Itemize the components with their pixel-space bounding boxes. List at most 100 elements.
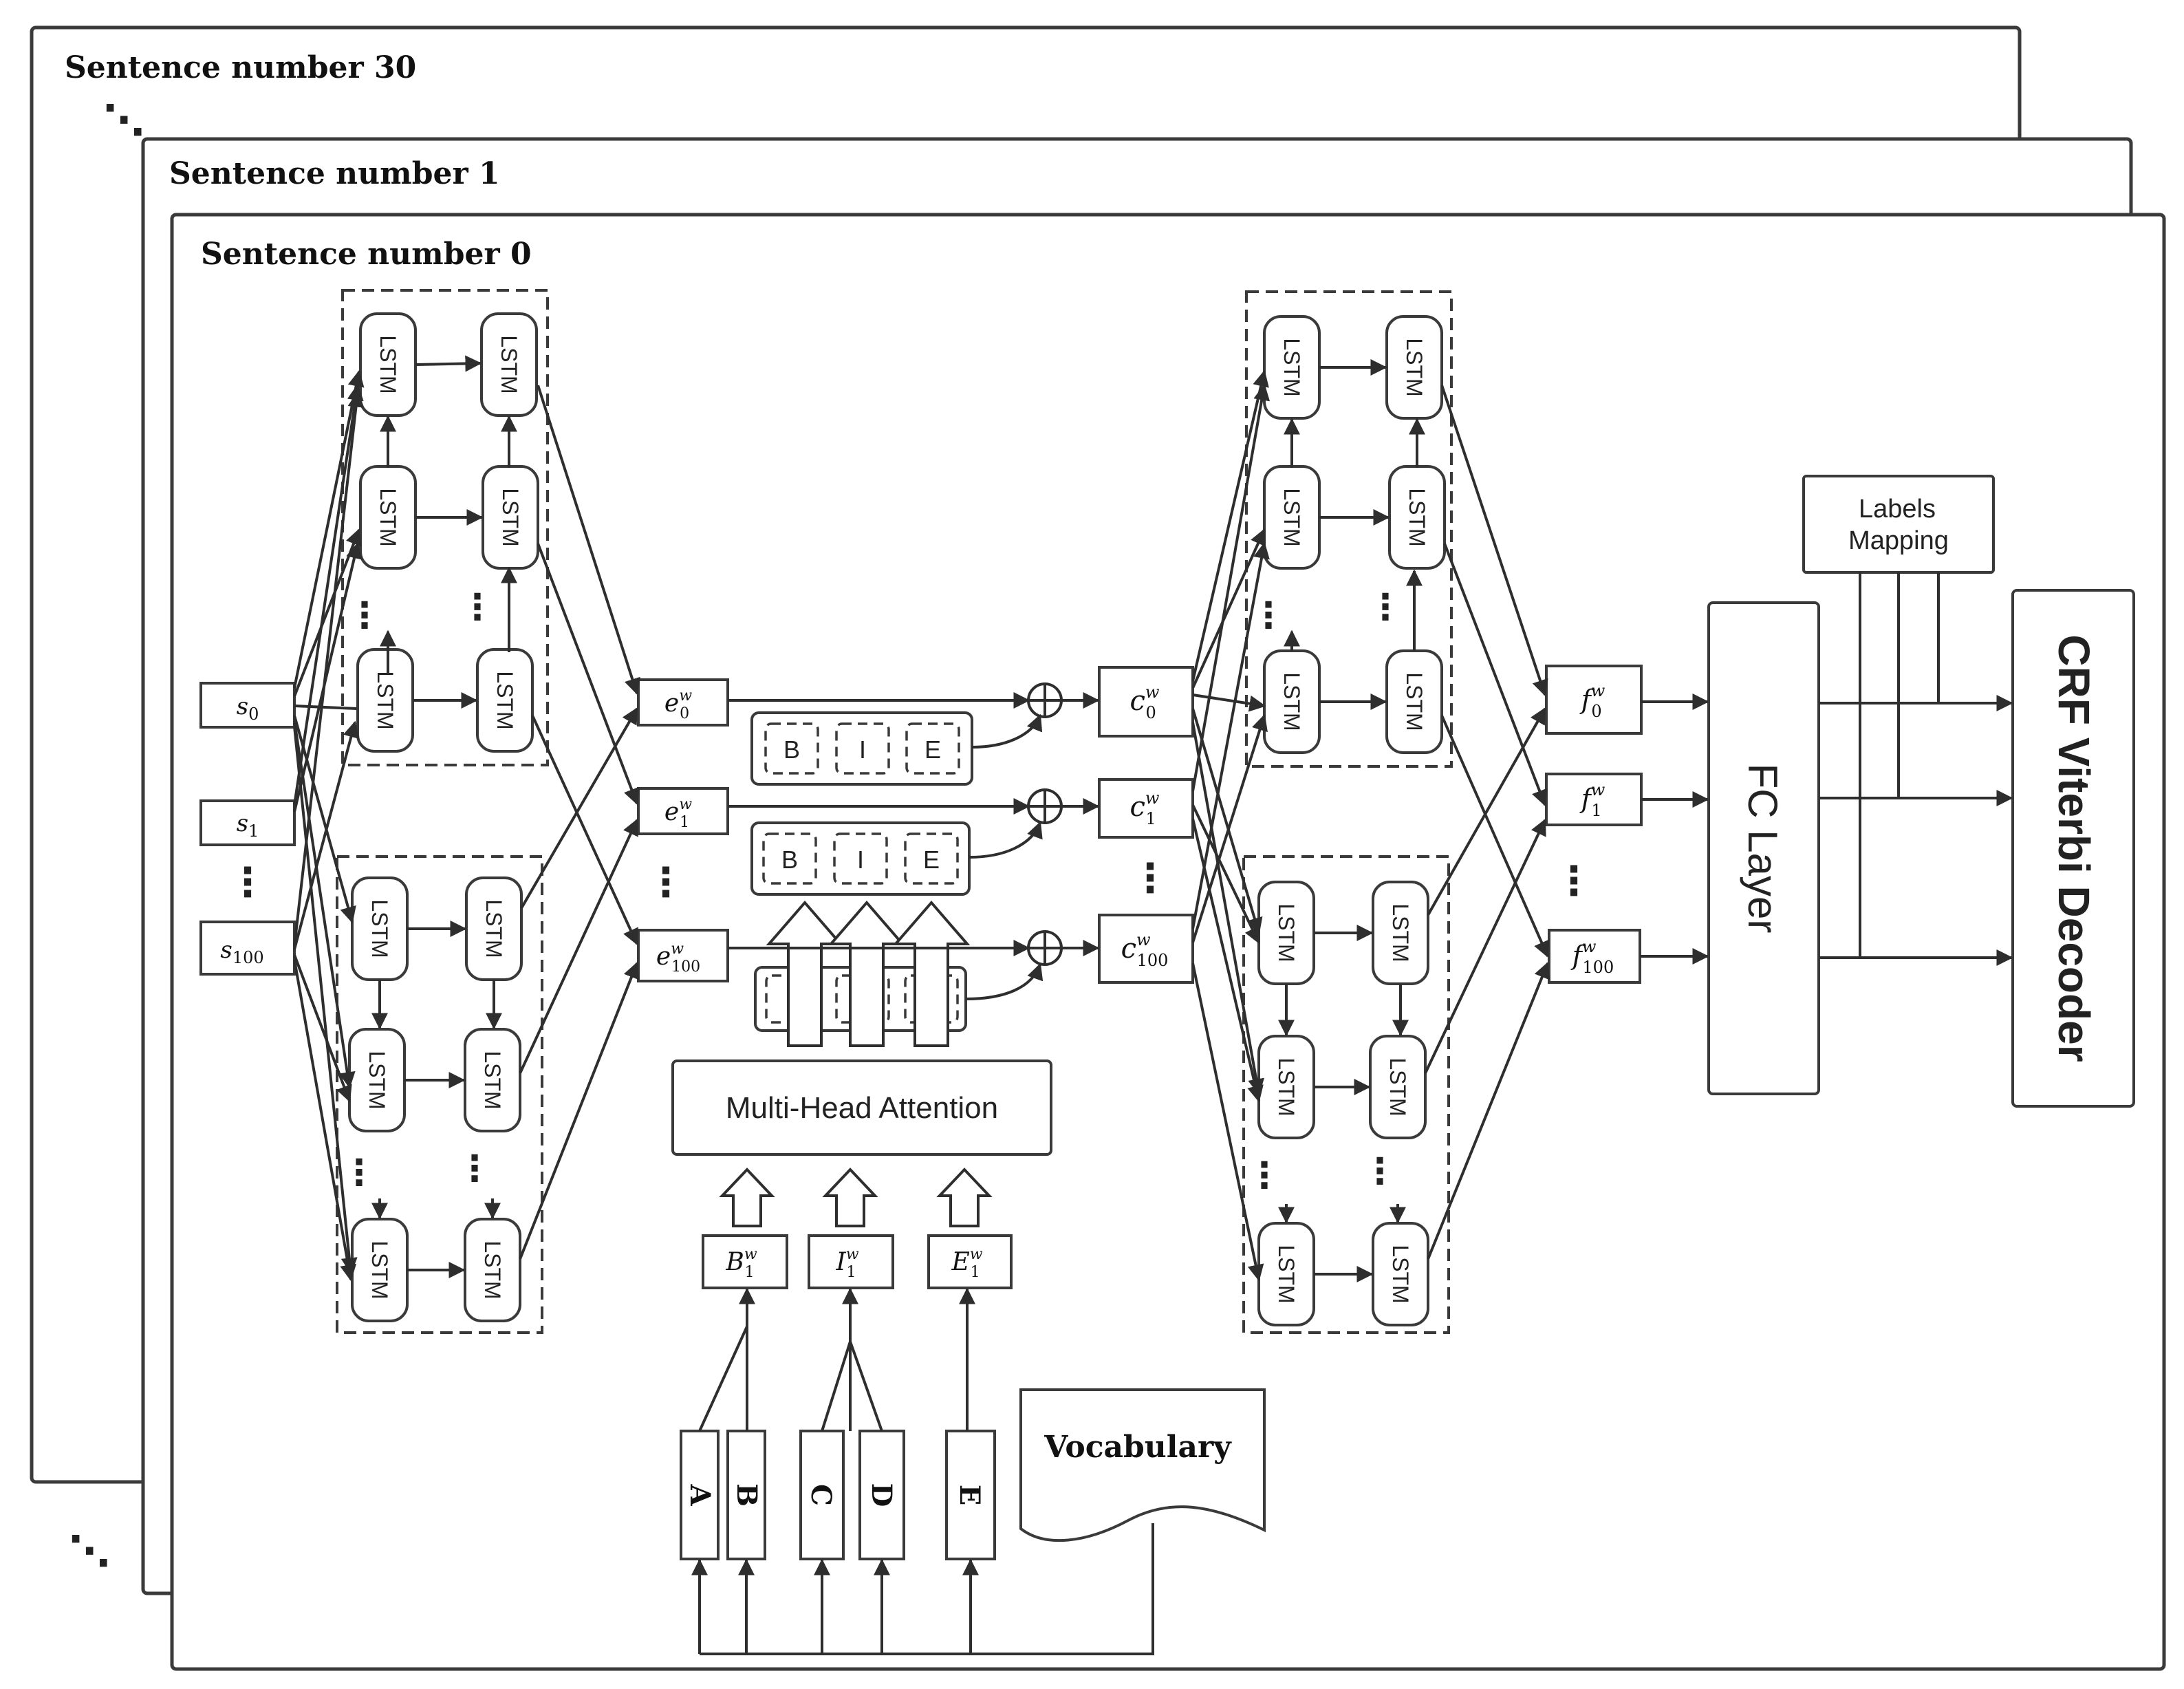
- left-fwd-lstm-2b: LSTM: [482, 465, 539, 570]
- concat-junction-100: [1027, 930, 1063, 966]
- connection-wires: [293, 355, 2013, 1655]
- lstm-label: LSTM: [367, 899, 392, 958]
- features-ellipsis: ⋮: [1554, 857, 1594, 904]
- wire-19: [293, 726, 358, 1275]
- right-fwd-lstm-3b: LSTM: [1385, 649, 1443, 754]
- wire-29: [520, 707, 638, 910]
- wire-43: [1192, 693, 1266, 712]
- stack-ellipsis-bottom: ⋱: [69, 1527, 110, 1575]
- wire-70: [1424, 818, 1546, 1074]
- bie-1-e: E: [923, 846, 940, 874]
- left-fwd-lstm-3b: LSTM: [476, 648, 534, 753]
- wire-28: [531, 715, 638, 946]
- svg-text:s100: s100: [220, 936, 263, 967]
- right-fwd-lstm-1a: LSTM: [1263, 315, 1321, 420]
- fc-layer-label: FC Layer: [1740, 764, 1786, 934]
- left-fwd-lstm-2a: LSTM: [359, 465, 417, 570]
- left-fwd-lstm-1b: LSTM: [480, 312, 538, 417]
- concat-junction-0: [1027, 682, 1063, 718]
- lstm-label: LSTM: [1279, 338, 1304, 396]
- contexts-ellipsis: ⋮: [1130, 854, 1170, 901]
- left-bwd-lstm-1b: LSTM: [465, 876, 523, 981]
- left-bwd-ellipsis-b: ⋮: [457, 1148, 493, 1190]
- bie-0-e: E: [925, 735, 941, 764]
- wire-35: [971, 713, 1043, 749]
- svg-text:Iw1: Iw1: [835, 1246, 858, 1281]
- right-bwd-lstm-1a: LSTM: [1257, 881, 1315, 985]
- right-bwd-lstm-2a: LSTM: [1257, 1035, 1315, 1139]
- wire-67: [1443, 543, 1548, 807]
- lstm-label: LSTM: [1385, 1057, 1410, 1116]
- wire-0: [415, 355, 482, 372]
- right-fwd-lstm-2b: LSTM: [1388, 465, 1446, 570]
- left-fwd-lstm-1a: LSTM: [359, 312, 417, 417]
- lstm-label: LSTM: [1274, 1057, 1299, 1116]
- wire-71: [1427, 961, 1550, 1260]
- wire-18: [293, 720, 356, 1089]
- wire-42: [1191, 528, 1266, 689]
- wire-37: [965, 962, 1044, 1000]
- right-bwd-ellipsis-b: ⋮: [1362, 1151, 1398, 1192]
- wire-25: [293, 959, 357, 1282]
- panel-1-title: Sentence number 1: [169, 156, 500, 191]
- wire-22: [293, 390, 365, 947]
- wire-69: [1427, 707, 1546, 916]
- lstm-label: LSTM: [376, 488, 400, 546]
- left-bwd-lstm-1a: LSTM: [351, 876, 409, 981]
- svg-text:ew1: ew1: [664, 796, 692, 831]
- wire-50: [1191, 713, 1268, 943]
- wire-85: [849, 1341, 883, 1432]
- right-bwd-lstm-3a: LSTM: [1257, 1222, 1315, 1326]
- svg-text:cw0: cw0: [1130, 682, 1160, 722]
- lstm-label: LSTM: [1405, 488, 1429, 546]
- wire-87: [700, 1523, 1154, 1655]
- right-fwd-lstm-3a: LSTM: [1263, 649, 1321, 754]
- left-fwd-lstm-3a: LSTM: [356, 648, 414, 753]
- svg-text:fw0: fw0: [1579, 681, 1605, 721]
- input-s0: s0: [199, 682, 296, 729]
- lstm-label: LSTM: [1279, 488, 1304, 546]
- svg-text:Ew1: Ew1: [951, 1246, 982, 1281]
- right-fwd-ellipsis-b: ⋮: [1367, 587, 1403, 628]
- left-bwd-lstm-2b: LSTM: [464, 1028, 521, 1132]
- fc-layer: FC Layer: [1707, 601, 1820, 1095]
- wire-49: [1191, 541, 1270, 929]
- left-bwd-lstm-3b: LSTM: [464, 1218, 521, 1322]
- multi-head-attention: Multi-Head Attention: [671, 1059, 1052, 1156]
- lstm-label: LSTM: [1388, 1245, 1413, 1303]
- concat-junction-1: [1027, 788, 1063, 824]
- lstm-label: LSTM: [1402, 672, 1427, 731]
- left-fwd-ellipsis-b: ⋮: [459, 587, 495, 628]
- input-s100: s100: [199, 921, 296, 976]
- wire-16: [294, 704, 357, 710]
- attention-output-arrows: [766, 900, 971, 1047]
- wire-26: [537, 385, 640, 696]
- wire-36: [969, 821, 1043, 859]
- wire-82: [698, 1326, 748, 1432]
- bie-group-row-0: B I E: [750, 711, 973, 786]
- lstm-label: LSTM: [365, 1051, 389, 1109]
- labels-mapping: Labels Mapping: [1802, 475, 1995, 574]
- svg-text:cw1: cw1: [1130, 788, 1160, 828]
- wire-41: [1191, 369, 1269, 682]
- labels-mapping-line-2: Mapping: [1848, 526, 1949, 555]
- lstm-label: LSTM: [480, 1051, 505, 1109]
- wire-47: [1191, 804, 1260, 945]
- left-bwd-lstm-3a: LSTM: [351, 1218, 409, 1322]
- panel-0-title: Sentence number 0: [201, 237, 532, 272]
- lstm-label: LSTM: [493, 671, 517, 729]
- wire-31: [519, 961, 640, 1260]
- wire-30: [519, 818, 638, 1074]
- bie-group-row-1: B I E: [750, 821, 971, 896]
- char-b: B: [731, 1483, 763, 1507]
